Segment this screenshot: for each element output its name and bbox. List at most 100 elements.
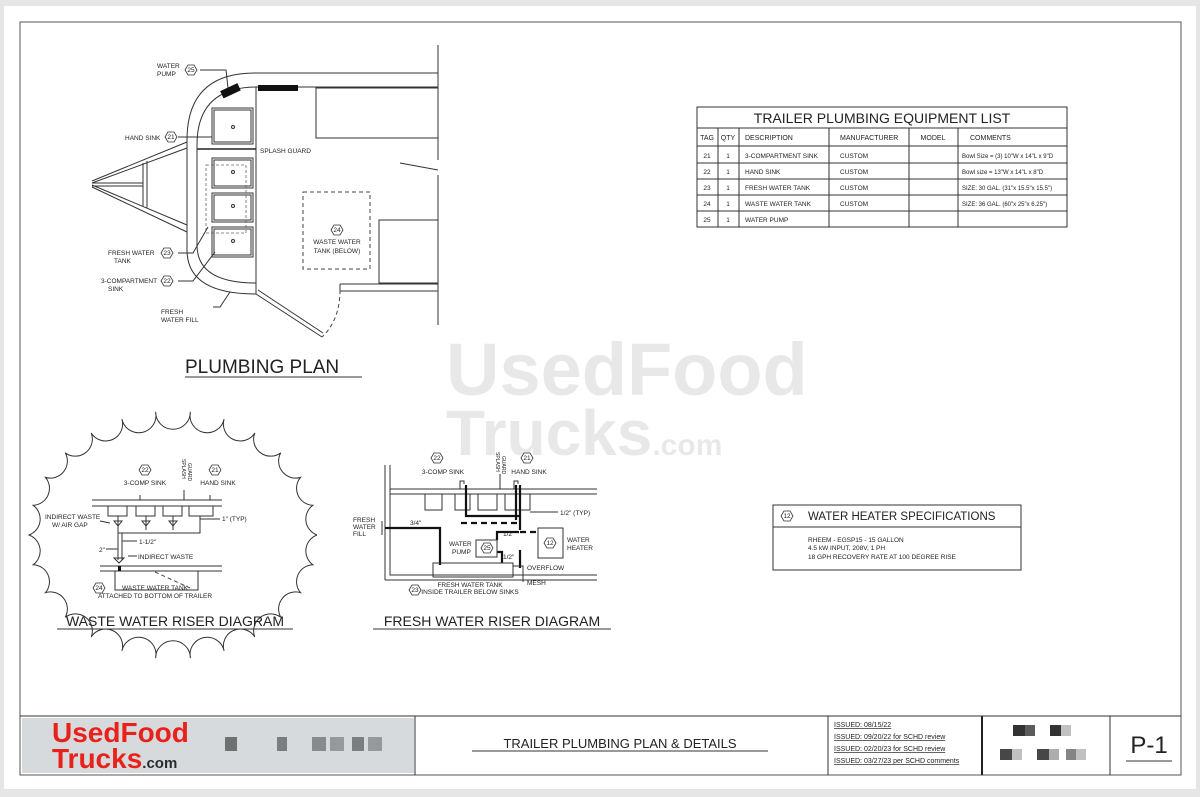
svg-text:3/4": 3/4" (410, 520, 422, 527)
svg-text:TANK: TANK (114, 258, 132, 265)
table-cell: 24 (703, 201, 711, 208)
svg-text:FRESH WATER TANK: FRESH WATER TANK (437, 582, 503, 589)
waste-riser-title: WASTE WATER RISER DIAGRAM (66, 613, 284, 629)
table-cell: 1 (726, 201, 730, 208)
svg-text:OVERFLOW: OVERFLOW (527, 565, 565, 572)
svg-text:1/2" (TYP): 1/2" (TYP) (560, 510, 590, 517)
svg-text:2": 2" (99, 547, 106, 554)
equipment-list-title: TRAILER PLUMBING EQUIPMENT LIST (754, 110, 1011, 126)
table-header: TAG (700, 135, 714, 142)
table-header: MANUFACTURER (840, 135, 898, 142)
svg-text:HEATER: HEATER (567, 545, 593, 552)
svg-text:GUARD: GUARD (500, 456, 506, 474)
logo: UsedFood Trucks.com (52, 717, 189, 774)
table-cell: 25 (703, 217, 711, 224)
svg-text:25: 25 (483, 545, 491, 552)
svg-text:INDIRECT WASTE: INDIRECT WASTE (138, 554, 194, 561)
svg-text:24: 24 (95, 585, 103, 592)
svg-text:WATER: WATER (567, 537, 590, 544)
counter-lower (378, 219, 439, 284)
table-cell: SIZE: 30 GAL. (31"x 15.5"x 15.5") (962, 186, 1052, 192)
svg-text:ISSUED: 09/20/22 for SCHD revi: ISSUED: 09/20/22 for SCHD review (834, 734, 946, 741)
svg-text:UsedFood: UsedFood (52, 717, 189, 748)
svg-text:HAND SINK: HAND SINK (125, 135, 161, 142)
svg-text:23: 23 (163, 250, 171, 257)
water-pump-symbol (220, 83, 241, 99)
table-cell: WASTE WATER TANK (745, 201, 812, 208)
table-cell: 1 (726, 185, 730, 192)
svg-text:FRESH: FRESH (161, 309, 183, 316)
svg-text:12: 12 (783, 513, 791, 520)
svg-text:SPLASH: SPLASH (494, 452, 500, 472)
hand-sink (211, 107, 254, 145)
svg-text:21: 21 (523, 455, 531, 462)
svg-text:FRESH WATER: FRESH WATER (108, 250, 155, 257)
svg-text:WATER: WATER (449, 541, 472, 548)
blurred-text (225, 737, 382, 751)
svg-text:RHEEM - EGSP15 - 15 GALLON: RHEEM - EGSP15 - 15 GALLON (808, 537, 904, 544)
svg-text:ISSUED: 03/27/23 per SCHD comm: ISSUED: 03/27/23 per SCHD comments (834, 758, 960, 765)
water-heater-specs: 12 WATER HEATER SPECIFICATIONS RHEEM - E… (772, 504, 1022, 571)
svg-text:3-COMP SINK: 3-COMP SINK (422, 469, 465, 476)
svg-text:HAND SINK: HAND SINK (511, 469, 547, 476)
svg-text:PUMP: PUMP (157, 71, 176, 78)
svg-text:SINK: SINK (108, 286, 124, 293)
svg-text:1" (TYP): 1" (TYP) (222, 516, 247, 523)
svg-text:3-COMPARTMENT: 3-COMPARTMENT (101, 278, 157, 285)
waste-water-riser-diagram: 22 3-COMP SINK SPLASH GUARD 21 HAND SINK… (27, 411, 318, 659)
table-header: DESCRIPTION (745, 135, 793, 142)
table-cell: 21 (703, 153, 711, 160)
svg-text:22: 22 (433, 455, 441, 462)
table-cell: CUSTOM (840, 153, 868, 160)
sheet-number: P-1 (1130, 732, 1167, 759)
svg-text:WATER: WATER (157, 63, 180, 70)
svg-text:4.5 kW INPUT, 208V, 1 PH: 4.5 kW INPUT, 208V, 1 PH (808, 545, 885, 552)
blurred-stamp (1000, 725, 1086, 760)
fresh-water-tank-outline (205, 164, 247, 234)
water-heater-title: WATER HEATER SPECIFICATIONS (808, 511, 996, 523)
svg-text:INSIDE TRAILER BELOW SINKS: INSIDE TRAILER BELOW SINKS (421, 589, 519, 596)
svg-text:ISSUED: 08/15/22: ISSUED: 08/15/22 (834, 722, 891, 729)
svg-text:Trucks.com: Trucks.com (52, 743, 177, 774)
title-block: UsedFood Trucks.com TRAILER PLUMBING PLA… (20, 715, 1181, 775)
table-cell: 1 (726, 217, 730, 224)
counter (315, 87, 439, 139)
three-compartment-sink (211, 157, 254, 258)
table-cell: WATER PUMP (745, 217, 788, 224)
sheet-border (19, 21, 1182, 776)
splash-guard-top (258, 85, 298, 91)
watermark: UsedFood Trucks.com (446, 328, 808, 469)
svg-text:18 GPH RECOVERY RATE AT 100 DE: 18 GPH RECOVERY RATE AT 100 DEGREE RISE (808, 554, 957, 561)
svg-text:1/2": 1/2" (503, 554, 515, 561)
table-cell: FRESH WATER TANK (745, 185, 811, 192)
table-cell: SIZE: 36 GAL. (60"x 25"x 6.25") (962, 202, 1047, 208)
table-cell: 1 (726, 169, 730, 176)
table-cell: CUSTOM (840, 201, 868, 208)
logo-panel (22, 718, 414, 773)
svg-text:24: 24 (333, 227, 341, 234)
table-cell: 22 (703, 169, 711, 176)
svg-text:Trucks.com: Trucks.com (446, 397, 722, 469)
svg-text:FILL: FILL (353, 531, 366, 538)
svg-text:1-1/2": 1-1/2" (139, 539, 157, 546)
plumbing-plan: WATER PUMP 25 HAND SINK 21 SPLASH GUARD … (91, 45, 439, 378)
svg-text:GUARD: GUARD (186, 463, 192, 481)
svg-text:W/ AIR GAP: W/ AIR GAP (52, 522, 88, 529)
svg-text:22: 22 (141, 467, 149, 474)
table-cell: Bowl size = 13"W x 14"L x 8"D (962, 170, 1044, 176)
equipment-list-table: TRAILER PLUMBING EQUIPMENT LIST TAG QTY DE… (696, 106, 1068, 228)
table-header: QTY (721, 135, 736, 142)
trailer-hitch (91, 141, 188, 233)
table-header: MODEL (921, 135, 946, 142)
svg-text:21: 21 (167, 134, 175, 141)
svg-text:MESH: MESH (527, 580, 546, 587)
fresh-water-riser-diagram: 22 3-COMP SINK SPLASH GUARD 21 HAND SINK… (353, 452, 611, 630)
table-cell: HAND SINK (745, 169, 781, 176)
svg-text:ISSUED: 02/20/23 for SCHD revi: ISSUED: 02/20/23 for SCHD review (834, 746, 946, 753)
fresh-riser-title: FRESH WATER RISER DIAGRAM (384, 613, 600, 629)
waste-water-tank-outline (302, 191, 371, 270)
svg-text:WATER: WATER (353, 524, 376, 531)
svg-text:12: 12 (546, 540, 554, 547)
table-header: COMMENTS (970, 135, 1011, 142)
issued-list: ISSUED: 08/15/22 ISSUED: 09/20/22 for SC… (834, 722, 960, 765)
